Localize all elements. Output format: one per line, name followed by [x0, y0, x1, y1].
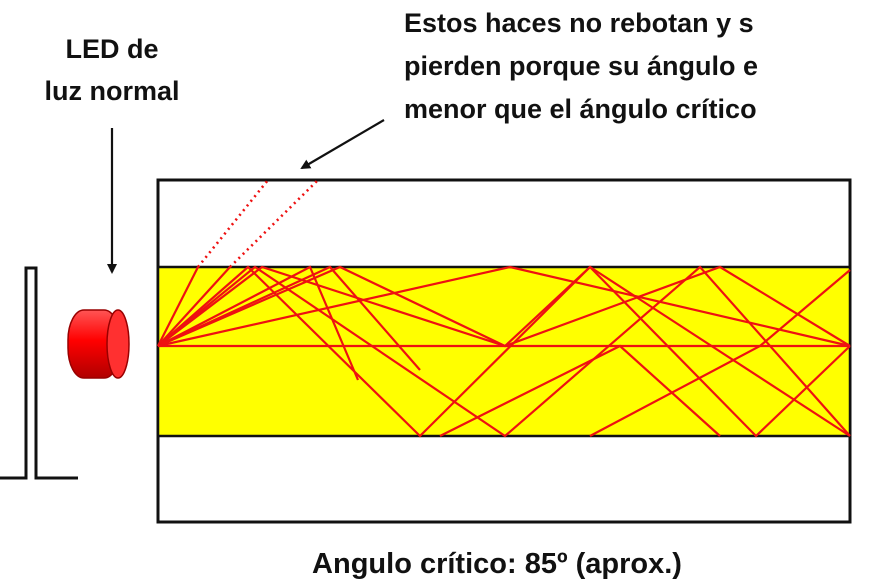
ray-mode-9 — [589, 269, 851, 437]
ray-mode-1 — [157, 265, 851, 438]
cylinder-led-icon — [67, 309, 130, 379]
escaping-ray-2 — [229, 179, 319, 268]
note-line3: menor que el ángulo crítico — [404, 94, 757, 124]
ray-steep-1 — [157, 266, 199, 347]
escaping-ray-1 — [196, 179, 270, 268]
ray-mode-7 — [157, 265, 421, 371]
caption: Angulo crítico: 85º (aprox.) — [312, 548, 682, 580]
ray-mode-5 — [157, 265, 851, 438]
note-line1: Estos haces no rebotan y s — [404, 8, 754, 38]
light-rays — [157, 265, 851, 438]
ray-mode-6 — [157, 265, 360, 381]
escaping-rays — [196, 179, 319, 268]
ray-mode-3 — [157, 265, 851, 348]
led-label-line2: luz normal — [44, 76, 179, 106]
led-label-line1: LED de — [65, 34, 158, 64]
ray-mode-8 — [439, 344, 721, 437]
note-line2: pierden porque su ángulo e — [404, 51, 758, 81]
note-arrow — [300, 119, 385, 170]
input-pulse-icon — [0, 266, 78, 480]
ray-mode-4 — [157, 265, 851, 348]
ray-steep-2 — [157, 266, 231, 347]
